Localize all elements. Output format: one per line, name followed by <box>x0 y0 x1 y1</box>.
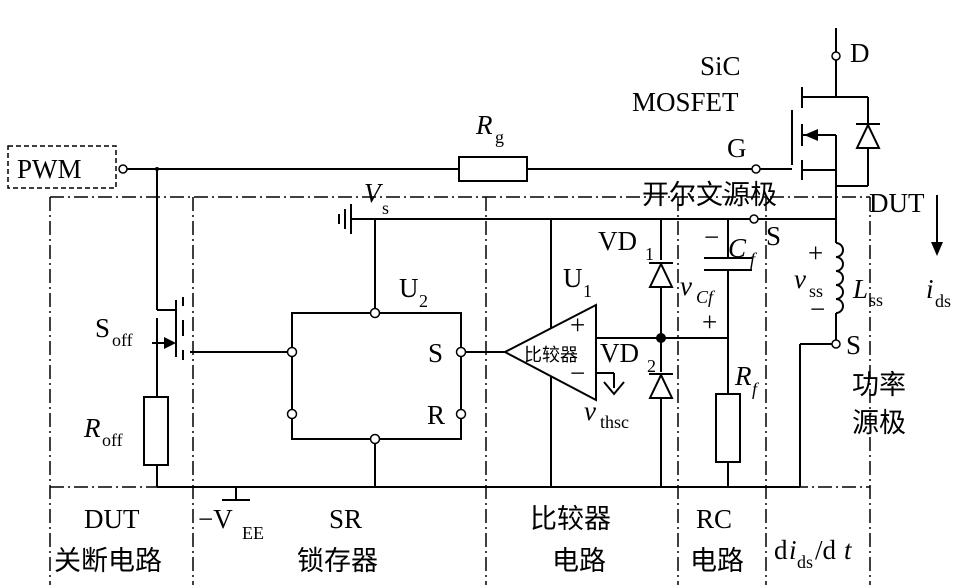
s-power-label: S <box>846 330 861 360</box>
lss-inductor <box>835 242 844 314</box>
pwm-terminal <box>118 164 128 174</box>
latch-r-label: R <box>427 400 445 430</box>
roff-label: R <box>83 413 101 443</box>
comp-plus: + <box>570 310 585 340</box>
drain-terminal <box>831 51 841 61</box>
section-comp-line2: 电路 <box>552 546 606 576</box>
vss-plus: + <box>808 238 823 268</box>
lss-label: L <box>852 274 868 304</box>
svg-text:off: off <box>102 430 123 450</box>
sic-label: SiC <box>700 51 741 81</box>
rg-label: R <box>475 110 493 140</box>
section-sr-line1: SR <box>329 504 362 534</box>
power-source-label-2: 源极 <box>852 408 906 438</box>
kelvin-source-label: 开尔文源极 <box>642 180 777 210</box>
vthsc-label: v <box>584 396 596 426</box>
cf-label: C <box>728 233 747 263</box>
body-diode <box>855 122 881 149</box>
comp-minus: − <box>570 358 585 388</box>
vs-label: V <box>364 178 384 208</box>
section-dut-off-line2: 关断电路 <box>54 546 162 576</box>
section-dut-off-line1: DUT <box>84 504 140 534</box>
ids-label: i <box>926 274 934 304</box>
svg-text:1: 1 <box>645 244 654 264</box>
d-label: D <box>850 38 870 68</box>
power-source-label-1: 功率 <box>852 370 906 400</box>
svg-text:ds: ds <box>935 291 951 311</box>
svg-text:1: 1 <box>583 281 592 301</box>
section-sr-line2: 锁存器 <box>297 546 378 576</box>
pwm-box <box>7 145 117 189</box>
svg-text:thsc: thsc <box>600 412 629 432</box>
dut-label-right: DUT <box>869 188 925 218</box>
s-kelvin-label: S <box>766 221 781 251</box>
vss-minus: − <box>810 294 825 324</box>
vss-label: v <box>794 264 806 294</box>
vd2-diode <box>648 372 674 399</box>
comparator-label: 比较器 <box>524 345 578 365</box>
svg-text:EE: EE <box>242 523 264 543</box>
svg-text:t: t <box>844 535 853 565</box>
svg-text:ss: ss <box>809 281 823 301</box>
vee-label: −V <box>198 504 233 534</box>
kelvin-source-terminal <box>749 214 759 224</box>
section-rc-line2: 电路 <box>690 546 744 576</box>
u1-label: U <box>563 263 583 293</box>
svg-text:g: g <box>495 127 504 147</box>
roff-resistor <box>143 396 169 466</box>
power-source-terminal <box>831 339 841 349</box>
section-rc-line1: RC <box>696 504 732 534</box>
svg-text:off: off <box>112 330 133 350</box>
svg-text:/d: /d <box>815 535 837 565</box>
rf-label: R <box>734 361 752 391</box>
u2-label: U <box>399 273 419 303</box>
vd1-diode <box>648 261 674 288</box>
mosfet-label: MOSFET <box>632 87 739 117</box>
svg-text:i: i <box>789 535 797 565</box>
svg-text:d: d <box>774 535 788 565</box>
section-didt: d i ds /d t <box>774 535 853 572</box>
gate-terminal <box>751 164 761 174</box>
svg-text:s: s <box>382 198 389 218</box>
cf-minus: − <box>704 222 719 252</box>
soff-label: S <box>95 313 110 343</box>
svg-text:ss: ss <box>869 290 883 310</box>
svg-text:2: 2 <box>647 356 656 376</box>
cf-plus: + <box>702 307 717 337</box>
section-comp-line1: 比较器 <box>530 504 611 534</box>
svg-text:Cf: Cf <box>696 287 716 307</box>
pwm-label: PWM <box>17 154 82 184</box>
vd1-label: VD <box>598 226 637 256</box>
g-label: G <box>727 133 747 163</box>
vd2-label: VD <box>600 338 639 368</box>
latch-s-label: S <box>428 338 443 368</box>
rf-resistor <box>715 393 741 463</box>
svg-text:2: 2 <box>419 291 428 311</box>
vcf-label: v <box>680 271 692 301</box>
svg-text:f: f <box>752 379 760 399</box>
svg-text:ds: ds <box>797 552 813 572</box>
svg-text:f: f <box>750 249 758 269</box>
rg-resistor <box>458 156 528 182</box>
